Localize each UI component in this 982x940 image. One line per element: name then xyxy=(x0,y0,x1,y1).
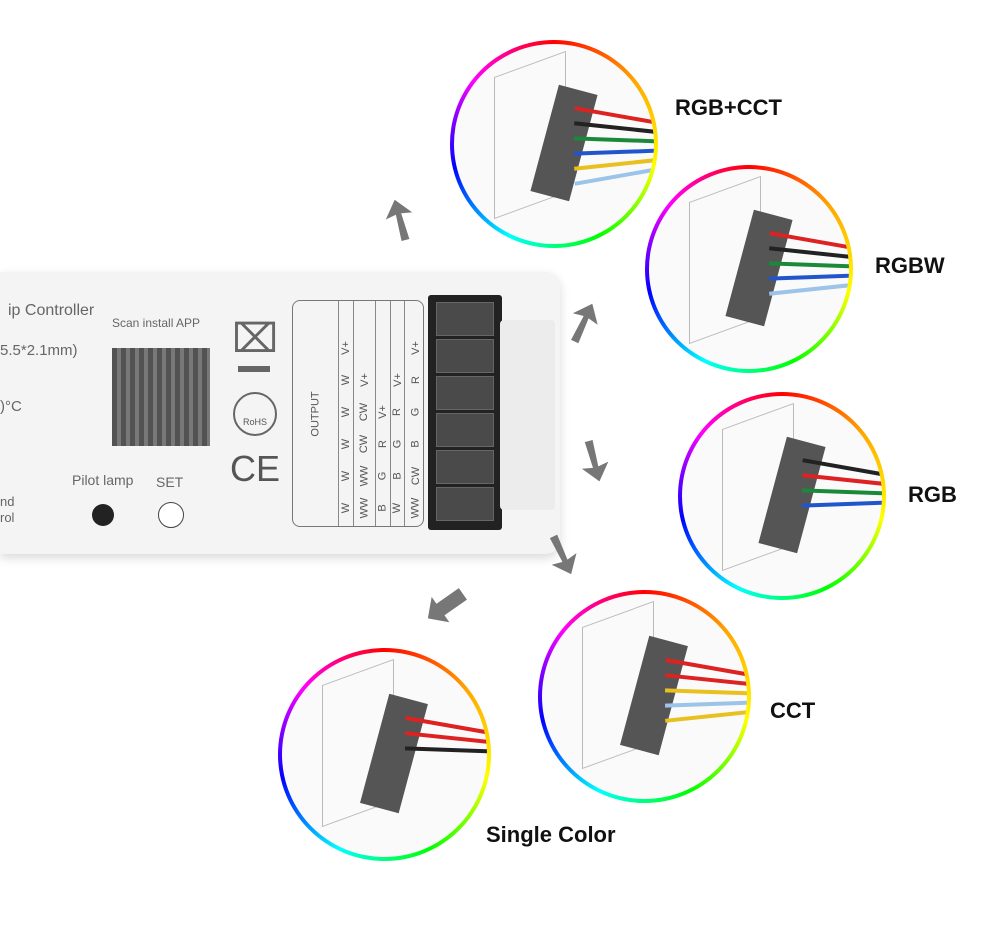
wiring-circle xyxy=(538,590,751,803)
wiring-circle xyxy=(450,40,658,248)
pin-label: CW xyxy=(409,466,422,486)
pilot-lamp-label: Pilot lamp xyxy=(72,472,134,488)
arrow-icon: ⬋ xyxy=(419,570,475,638)
pilot-lamp xyxy=(92,504,114,526)
mode-label: RGB xyxy=(908,482,957,507)
mode-label: CCT xyxy=(770,698,816,723)
wire xyxy=(768,273,849,281)
controller-title: ip Controller xyxy=(8,302,95,319)
arrow-icon: ➚ xyxy=(551,286,615,358)
output-label: OUTPUT xyxy=(309,390,322,437)
wire xyxy=(769,282,849,296)
wire xyxy=(664,700,747,708)
wiring-circle xyxy=(278,648,491,861)
side-text: rol xyxy=(0,510,15,525)
terminal-block xyxy=(428,295,502,530)
controller-tab xyxy=(500,320,555,510)
wire xyxy=(768,261,849,269)
pin-label: V+ xyxy=(358,373,371,387)
wire xyxy=(801,488,882,496)
mode-label: Single Color xyxy=(486,822,616,847)
mode-label: RGB+CCT xyxy=(675,95,782,120)
weee-bar xyxy=(238,366,270,372)
wire xyxy=(664,688,747,696)
wire xyxy=(404,746,487,754)
arrow-icon: ➚ xyxy=(361,185,437,255)
arrow-icon: ➘ xyxy=(559,422,629,498)
controller-temp: )°C xyxy=(0,398,22,415)
pin-label: V+ xyxy=(409,341,422,355)
mode-label: RGBW xyxy=(875,253,945,278)
set-label: SET xyxy=(156,474,184,490)
set-button[interactable] xyxy=(158,502,184,528)
rohs-icon: RoHS xyxy=(233,392,277,436)
pin-label: WW xyxy=(409,497,422,519)
pin-label: R xyxy=(409,376,422,384)
qr-code xyxy=(112,348,210,446)
pin-label: B xyxy=(409,440,422,448)
wire xyxy=(665,708,747,723)
pin-label: G xyxy=(409,407,422,417)
side-text: nd xyxy=(0,494,15,509)
weee-bin-icon: ⌧ xyxy=(232,317,279,361)
wire xyxy=(801,500,882,508)
ce-mark-icon: CE xyxy=(230,448,281,489)
wiring-circle xyxy=(678,392,886,600)
wire xyxy=(573,136,654,144)
pin-label: V+ xyxy=(340,341,353,355)
controller-spec: 5.5*2.1mm) xyxy=(0,342,78,359)
wire xyxy=(573,148,654,156)
wiring-circle xyxy=(645,165,853,373)
scan-label: Scan install APP xyxy=(112,316,201,330)
